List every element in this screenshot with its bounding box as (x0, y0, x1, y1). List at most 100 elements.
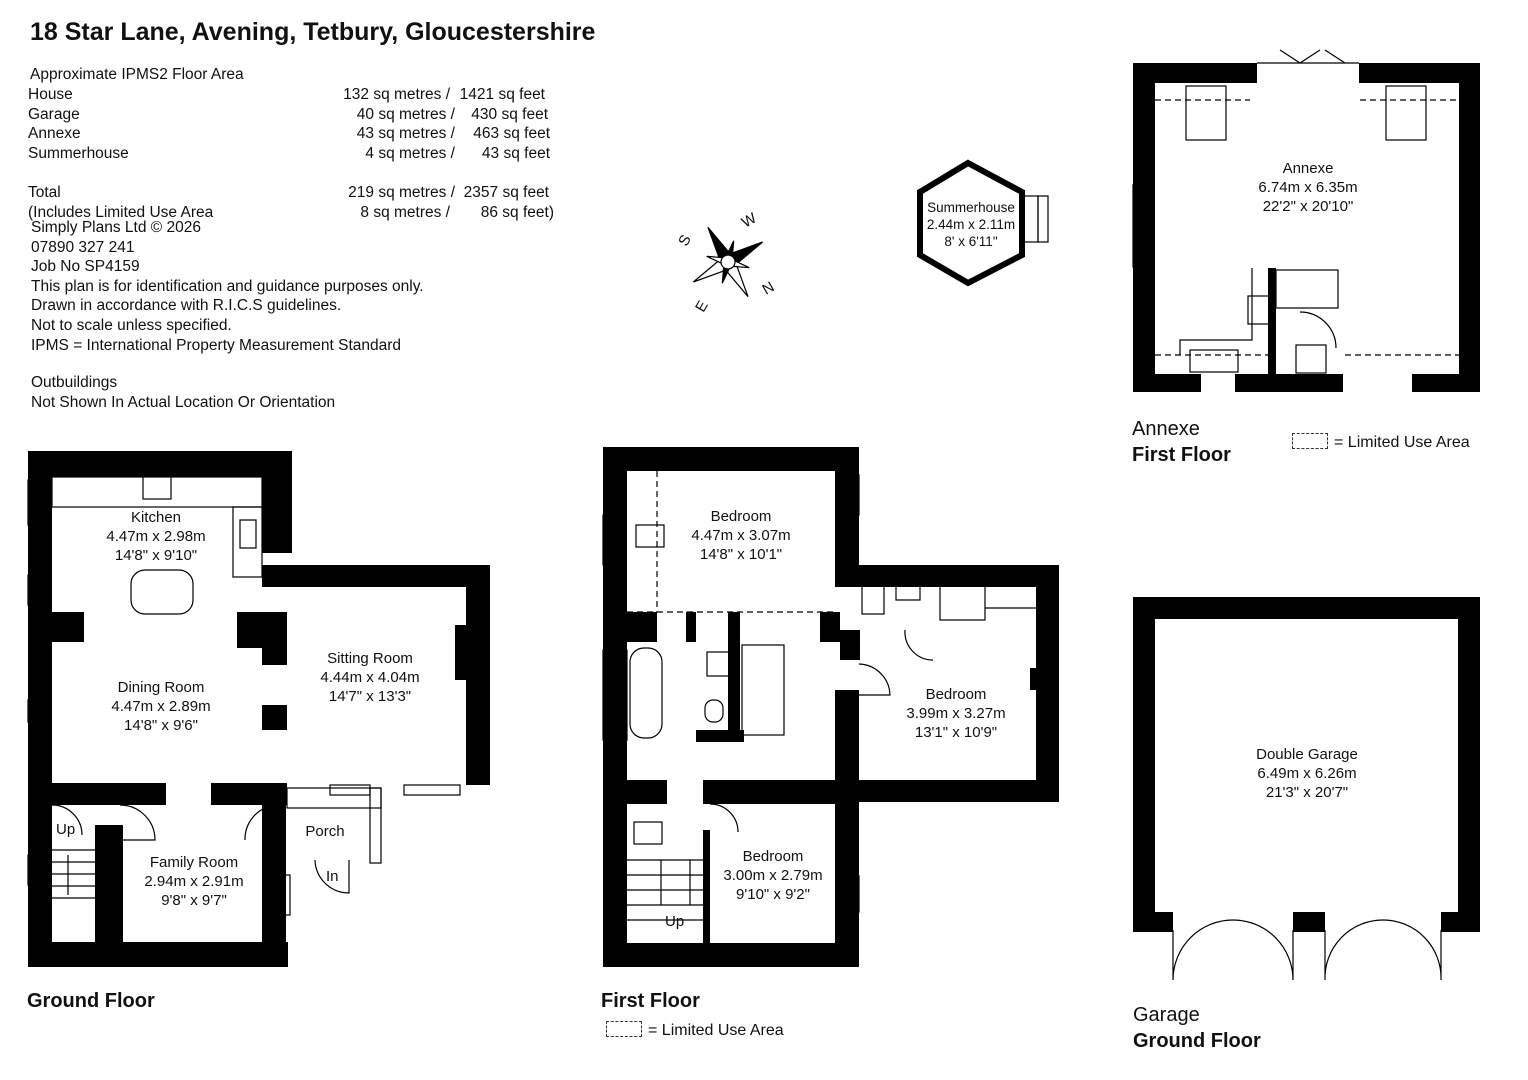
note-phone: 07890 327 241 (31, 238, 135, 256)
room-family-imperial: 9'8" x 9'7" (161, 892, 227, 909)
note-company: Simply Plans Ltd © 2026 (31, 219, 201, 236)
area-label-annexe: Annexe (28, 125, 81, 142)
room-sitting-name: Sitting Room (327, 650, 413, 667)
annexe-fittings (1132, 49, 1459, 374)
label-annexe-floor: Annexe First Floor (1132, 416, 1231, 468)
area-metres-summerhouse: 4 sq metres / (365, 145, 455, 162)
area-label-house: House (28, 86, 73, 103)
room-dining-imperial: 14'8" x 9'6" (124, 717, 198, 734)
garage-doors (1172, 919, 1442, 981)
page-title: 18 Star Lane, Avening, Tetbury, Gloucest… (30, 18, 596, 46)
room-dining-metric: 4.47m x 2.89m (111, 698, 211, 715)
room-summerhouse-name: Summerhouse (927, 200, 1015, 215)
garage-walls (1133, 597, 1480, 932)
stairs-up-ground: Up (56, 821, 76, 838)
compass-rose (692, 226, 764, 298)
room-family: Family Room 2.94m x 2.91m 9'8" x 9'7" (144, 853, 243, 910)
room-bedroom-2: Bedroom 3.99m x 3.27m 13'1" x 10'9" (906, 685, 1005, 742)
summerhouse-outline (917, 159, 1049, 287)
area-metres-total: 219 sq metres / (348, 184, 455, 201)
note-rics: Drawn in accordance with R.I.C.S guideli… (31, 297, 342, 315)
label-annexe-name: Annexe (1132, 418, 1200, 440)
room-sitting-metric: 4.44m x 4.04m (320, 669, 420, 686)
label-first-floor: First Floor (601, 988, 700, 1014)
area-feet-total: 2357 sq feet (463, 184, 549, 201)
room-family-metric: 2.94m x 2.91m (144, 873, 244, 890)
area-metres-annexe: 43 sq metres / (356, 125, 455, 142)
room-annexe: Annexe 6.74m x 6.35m 22'2" x 20'10" (1258, 159, 1357, 216)
room-bed3-name: Bedroom (742, 848, 804, 865)
notes-block: Simply Plans Ltd © 2026 07890 327 241 Jo… (31, 218, 424, 355)
area-metres-limited: 8 sq metres / (360, 204, 450, 221)
room-garage-metric: 6.49m x 6.26m (1257, 765, 1357, 782)
outbuildings-text: Not Shown In Actual Location Or Orientat… (31, 393, 336, 411)
note-job: Job No SP4159 (31, 258, 140, 276)
label-garage-floor: Garage Ground Floor (1133, 1002, 1261, 1054)
first-floor-fittings (602, 471, 1059, 921)
legend-limited-use-first: = Limited Use Area (606, 1021, 784, 1040)
label-garage-name: Garage (1133, 1004, 1200, 1026)
room-bed3-metric: 3.00m x 2.79m (723, 867, 823, 884)
stairs-up-first: Up (665, 913, 685, 930)
room-bed2-metric: 3.99m x 3.27m (906, 705, 1006, 722)
room-bed2-name: Bedroom (925, 686, 987, 703)
room-sitting: Sitting Room 4.44m x 4.04m 14'7" x 13'3" (320, 649, 419, 706)
room-porch-name: Porch (305, 823, 345, 840)
area-metres-house: 132 sq metres / (343, 86, 450, 103)
entrance-in: In (326, 868, 339, 885)
limited-use-swatch (606, 1021, 642, 1037)
ground-floor-walls (28, 451, 490, 967)
room-annexe-name: Annexe (1282, 160, 1334, 177)
note-scale: Not to scale unless specified. (31, 316, 232, 334)
label-ground-floor-text: Ground Floor (27, 990, 155, 1012)
room-bedroom-1: Bedroom 4.47m x 3.07m 14'8" x 10'1" (691, 507, 790, 564)
room-dining-name: Dining Room (117, 679, 205, 696)
first-floor-walls (603, 447, 1059, 967)
room-bed1-imperial: 14'8" x 10'1" (699, 546, 783, 563)
note-identification: This plan is for identification and guid… (31, 277, 424, 295)
area-label-garage: Garage (28, 106, 80, 123)
area-feet-summerhouse: 43 sq feet (481, 145, 550, 162)
note-ipms: IPMS = International Property Measuremen… (31, 336, 402, 354)
area-feet-garage: 430 sq feet (471, 106, 548, 123)
room-annexe-imperial: 22'2" x 20'10" (1262, 198, 1354, 215)
room-garage: Double Garage 6.49m x 6.26m 21'3" x 20'7… (1256, 745, 1358, 802)
room-family-name: Family Room (149, 854, 239, 871)
area-label-limited: (Includes Limited Use Area (28, 204, 214, 221)
room-dining: Dining Room 4.47m x 2.89m 14'8" x 9'6" (111, 678, 210, 735)
room-summerhouse-metric: 2.44m x 2.11m (926, 217, 1016, 232)
room-sitting-imperial: 14'7" x 13'3" (328, 688, 412, 705)
room-annexe-metric: 6.74m x 6.35m (1258, 179, 1358, 196)
room-garage-name: Double Garage (1256, 746, 1358, 763)
legend-limited-use-annexe: = Limited Use Area (1292, 433, 1470, 452)
label-garage-level: Ground Floor (1133, 1030, 1261, 1052)
room-porch: Porch (305, 822, 344, 841)
legend-limited-use-text: = Limited Use Area (648, 1022, 784, 1039)
ground-floor-fittings (27, 474, 481, 916)
room-bed2-imperial: 13'1" x 10'9" (914, 724, 998, 741)
room-summerhouse: Summerhouse 2.44m x 2.11m 8' x 6'11" (927, 199, 1015, 250)
area-feet-annexe: 463 sq feet (473, 125, 550, 142)
room-summerhouse-imperial: 8' x 6'11" (944, 234, 998, 249)
label-annexe-level: First Floor (1132, 444, 1231, 466)
room-kitchen: Kitchen 4.47m x 2.98m 14'8" x 9'10" (106, 508, 205, 565)
annexe-walls (1133, 63, 1480, 392)
area-label-total: Total (28, 184, 61, 201)
room-bedroom-3: Bedroom 3.00m x 2.79m 9'10" x 9'2" (723, 847, 822, 904)
area-label-summerhouse: Summerhouse (28, 145, 129, 162)
area-metres-garage: 40 sq metres / (356, 106, 455, 123)
area-feet-limited: 86 sq feet) (480, 204, 554, 221)
outbuildings-note: Outbuildings Not Shown In Actual Locatio… (31, 373, 335, 412)
outbuildings-heading: Outbuildings (31, 374, 118, 391)
room-kitchen-name: Kitchen (130, 509, 182, 526)
legend-limited-use-text: = Limited Use Area (1334, 434, 1470, 451)
label-first-floor-text: First Floor (601, 990, 700, 1012)
area-heading: Approximate IPMS2 Floor Area (30, 66, 244, 83)
limited-use-swatch (1292, 433, 1328, 449)
room-bed1-name: Bedroom (710, 508, 772, 525)
room-garage-imperial: 21'3" x 20'7" (1265, 784, 1349, 801)
area-feet-house: 1421 sq feet (459, 86, 545, 103)
room-bed1-metric: 4.47m x 3.07m (691, 527, 791, 544)
label-ground-floor: Ground Floor (27, 988, 155, 1014)
